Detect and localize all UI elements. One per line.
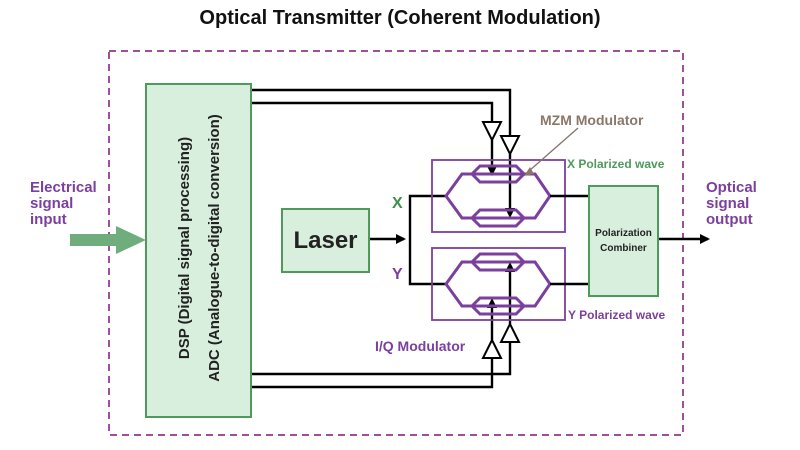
x-driver-amplifiers [481, 121, 521, 157]
y-mzm-waveguides [444, 252, 552, 316]
laser-output-wires [370, 194, 446, 286]
x-polarized-wave-label: X Polarized wave [567, 157, 665, 171]
adc-label: ADC (Analogue-to-digital conversion) [206, 114, 223, 382]
x-mzm-waveguides [444, 164, 552, 228]
dsp-adc-block [145, 83, 252, 418]
x-branch-label: X [392, 195, 403, 212]
y-polarized-wave-label: Y Polarized wave [568, 308, 666, 322]
x-modulator-box [431, 159, 566, 233]
laser-block: Laser [281, 208, 370, 273]
laser-label: Laser [293, 226, 358, 254]
mzm-pointer-head [524, 167, 534, 176]
input-arrow [70, 226, 146, 254]
mzm-pointer [528, 127, 579, 172]
input-label: Electrical signal input [30, 179, 97, 229]
y-modulator-box [431, 247, 566, 321]
iq-modulator-label: I/Q Modulator [375, 338, 466, 354]
polarization-combiner-block: Polarization Combiner [588, 185, 659, 297]
dsp-to-y-modulator-wires [252, 342, 512, 389]
y-driver-amplifiers [481, 321, 521, 359]
output-label: Optical signal output [706, 179, 757, 229]
y-branch-label: Y [392, 266, 403, 283]
page-title: Optical Transmitter (Coherent Modulation… [199, 7, 601, 29]
polarization-combiner-label: Polarization Combiner [595, 228, 652, 254]
modulator-to-combiner-wires [550, 194, 588, 286]
dsp-label: DSP (Digital signal processing) [176, 136, 193, 360]
dsp-to-x-modulator-wires [252, 88, 512, 122]
mzm-modulator-label: MZM Modulator [540, 112, 644, 128]
